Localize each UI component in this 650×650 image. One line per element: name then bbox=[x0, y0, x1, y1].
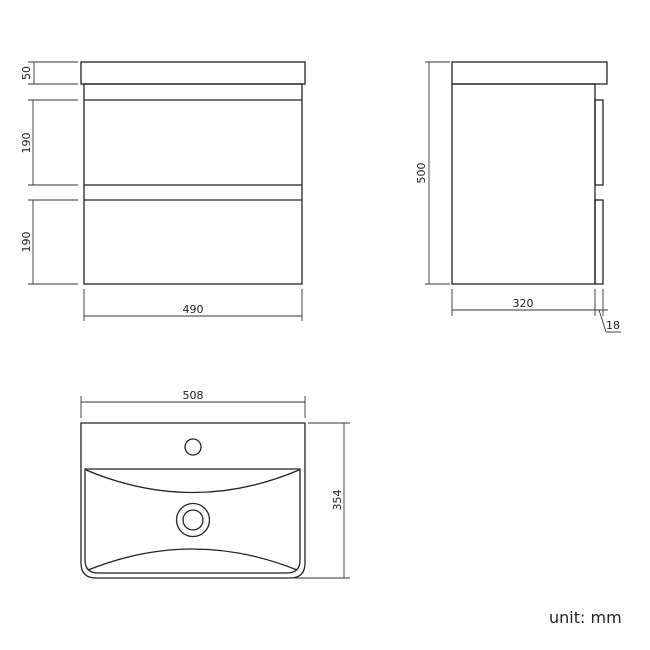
side-body bbox=[451, 83, 596, 285]
side-depth-dimension: 320 18 bbox=[451, 289, 621, 333]
side-view: 500 320 18 bbox=[415, 61, 621, 333]
cabinet-body bbox=[83, 83, 303, 285]
front-view: 50 190 190 490 bbox=[20, 61, 306, 321]
dim-drawer2-height: 190 bbox=[20, 232, 33, 253]
basin-outline bbox=[80, 422, 306, 579]
dim-top-height: 50 bbox=[20, 66, 33, 80]
side-countertop bbox=[451, 61, 608, 85]
dim-basin-width: 508 bbox=[183, 389, 204, 402]
basin-top-view: 508 354 bbox=[80, 389, 350, 579]
drain-inner bbox=[182, 509, 204, 531]
basin-depth-dimension: 354 bbox=[292, 422, 350, 579]
countertop-slab bbox=[80, 61, 306, 85]
dim-basin-depth: 354 bbox=[331, 490, 344, 511]
unit-label: unit: mm bbox=[549, 608, 622, 627]
dim-drawer1-height: 190 bbox=[20, 133, 33, 154]
dim-front-width: 490 bbox=[183, 303, 204, 316]
dim-drawer-thickness: 18 bbox=[606, 319, 620, 332]
bowl-back-curve bbox=[85, 469, 300, 494]
tap-hole bbox=[184, 438, 202, 456]
dim-depth: 320 bbox=[513, 297, 534, 310]
drain-outer bbox=[175, 502, 211, 538]
basin-bowl bbox=[84, 468, 301, 574]
front-height-dimensions: 50 190 190 bbox=[20, 61, 78, 285]
front-width-dimension: 490 bbox=[83, 289, 303, 321]
dim-total-height: 500 bbox=[415, 163, 428, 184]
bowl-front-curve bbox=[87, 548, 298, 571]
basin-width-dimension: 508 bbox=[80, 389, 306, 418]
side-drawer-front bbox=[594, 199, 604, 285]
side-height-dimension: 500 bbox=[415, 61, 450, 285]
side-drawer-front bbox=[594, 99, 604, 186]
